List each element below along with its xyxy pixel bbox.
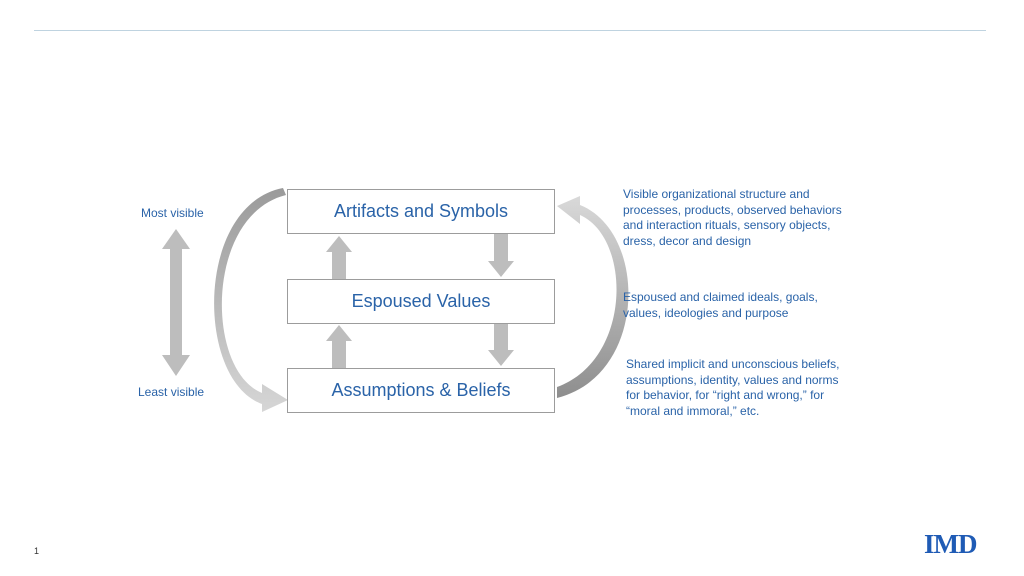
right-curved-arrow bbox=[557, 196, 629, 398]
values-label: Espoused Values bbox=[351, 291, 491, 311]
visibility-double-arrow bbox=[162, 229, 190, 376]
page-number: 1 bbox=[34, 546, 40, 556]
artifacts-description: Visible organizational structure and pro… bbox=[623, 187, 842, 248]
least-visible-label: Least visible bbox=[138, 385, 205, 399]
down-arrow-values-to-assumptions bbox=[488, 324, 514, 366]
most-visible-label: Most visible bbox=[141, 206, 204, 220]
artifacts-label: Artifacts and Symbols bbox=[333, 201, 509, 221]
values-description: Espoused and claimed ideals, goals, valu… bbox=[623, 290, 818, 320]
down-arrow-artifacts-to-values bbox=[488, 234, 514, 277]
up-arrow-values-to-artifacts bbox=[326, 236, 352, 279]
assumptions-label: Assumptions & Beliefs bbox=[331, 380, 511, 400]
imd-logo: IMD bbox=[924, 529, 978, 559]
up-arrow-assumptions-to-values bbox=[326, 325, 352, 368]
header-rule bbox=[34, 30, 986, 31]
assumptions-description: Shared implicit and unconscious beliefs,… bbox=[626, 357, 840, 418]
artifacts-box: Artifacts and Symbols bbox=[287, 189, 555, 234]
values-box: Espoused Values bbox=[287, 279, 555, 324]
assumptions-box: Assumptions & Beliefs bbox=[287, 368, 555, 413]
left-curved-arrow bbox=[214, 188, 288, 412]
